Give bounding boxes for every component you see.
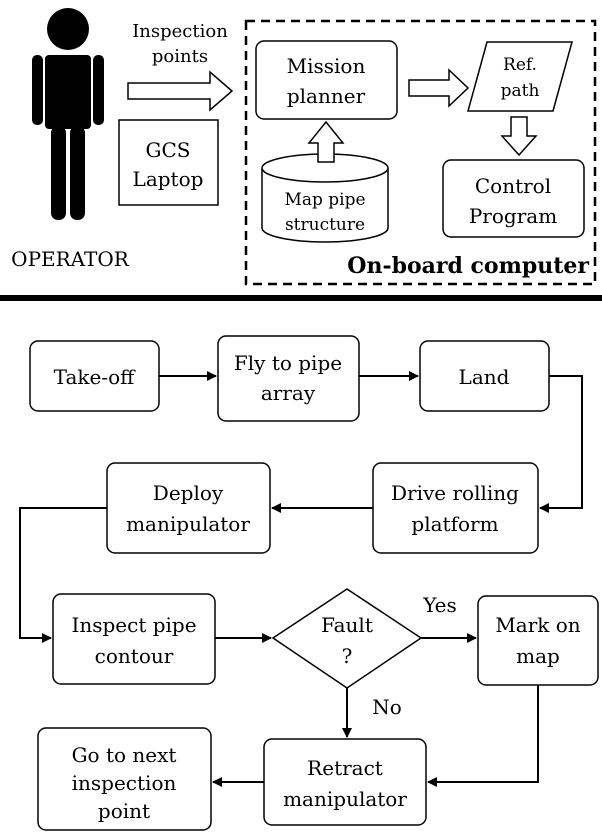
map-label-line1: Map pipe	[284, 190, 365, 210]
inspect-label-line1: Inspect pipe	[71, 613, 196, 637]
retract-label-line2: manipulator	[283, 787, 407, 811]
land-label: Land	[459, 365, 510, 389]
control-program-box	[442, 159, 585, 238]
fly-to-pipe-array-box	[217, 335, 360, 422]
operator-person-icon	[32, 8, 104, 220]
section-divider	[0, 295, 602, 301]
operator-label: OPERATOR	[11, 247, 130, 271]
inspection-points-arrow	[127, 70, 234, 112]
map-label-line2: structure	[285, 215, 365, 235]
next-label-line2: inspection	[72, 771, 177, 795]
mark-label-line1: Mark on	[495, 613, 580, 637]
drive-label-line1: Drive rolling	[391, 481, 519, 505]
mission-planner-label-line1: Mission	[287, 54, 366, 78]
fault-label-line1: Fault	[321, 613, 373, 637]
inspection-points-label-line1: Inspection	[132, 21, 228, 42]
inspect-pipe-contour-box	[52, 593, 216, 685]
gcs-label-line2: Laptop	[133, 167, 204, 191]
ref-path-label-line1: Ref.	[503, 55, 537, 75]
gcs-laptop-box	[118, 119, 219, 206]
deploy-label-line1: Deploy	[153, 481, 224, 505]
gcs-label-line1: GCS	[146, 138, 191, 162]
drive-label-line2: platform	[411, 512, 498, 536]
takeoff-label: Take-off	[54, 365, 136, 389]
map-to-planner-arrow	[307, 120, 345, 163]
planner-to-refpath-arrow	[408, 68, 470, 108]
fault-label-line2: ?	[342, 644, 353, 668]
control-label-line1: Control	[475, 174, 551, 198]
fly-label-line1: Fly to pipe	[234, 351, 342, 375]
retract-manipulator-box	[263, 738, 427, 826]
mark-to-retract-connector	[427, 685, 539, 787]
onboard-computer-container	[244, 19, 597, 286]
mission-planner-box	[255, 40, 398, 120]
ref-path-label-line2: path	[501, 81, 540, 101]
inspection-points-label-line2: points	[152, 46, 208, 67]
mark-label-line2: map	[516, 644, 560, 668]
mission-planner-label-line2: planner	[287, 84, 366, 108]
ref-path-shape	[467, 41, 573, 112]
next-label-line3: point	[98, 799, 150, 823]
map-pipe-structure-cylinder	[261, 153, 389, 243]
inspect-label-line2: contour	[95, 644, 174, 668]
retract-label-line1: Retract	[307, 756, 383, 780]
mark-on-map-box	[477, 595, 599, 686]
control-label-line2: Program	[469, 204, 557, 228]
onboard-computer-label: On-board computer	[347, 253, 589, 279]
fault-decision-diamond	[271, 588, 423, 689]
deploy-manipulator-box	[106, 462, 271, 554]
fly-label-line2: array	[261, 381, 316, 405]
go-to-next-inspection-point-box	[37, 727, 212, 831]
deploy-to-inspect-connector	[19, 507, 107, 643]
land-to-drive-connector	[539, 375, 583, 513]
next-label-line1: Go to next	[72, 743, 177, 767]
no-label: No	[372, 695, 402, 719]
drive-rolling-platform-box	[372, 462, 539, 554]
refpath-to-control-arrow	[500, 116, 538, 157]
deploy-label-line2: manipulator	[126, 512, 250, 536]
yes-label: Yes	[422, 593, 457, 617]
